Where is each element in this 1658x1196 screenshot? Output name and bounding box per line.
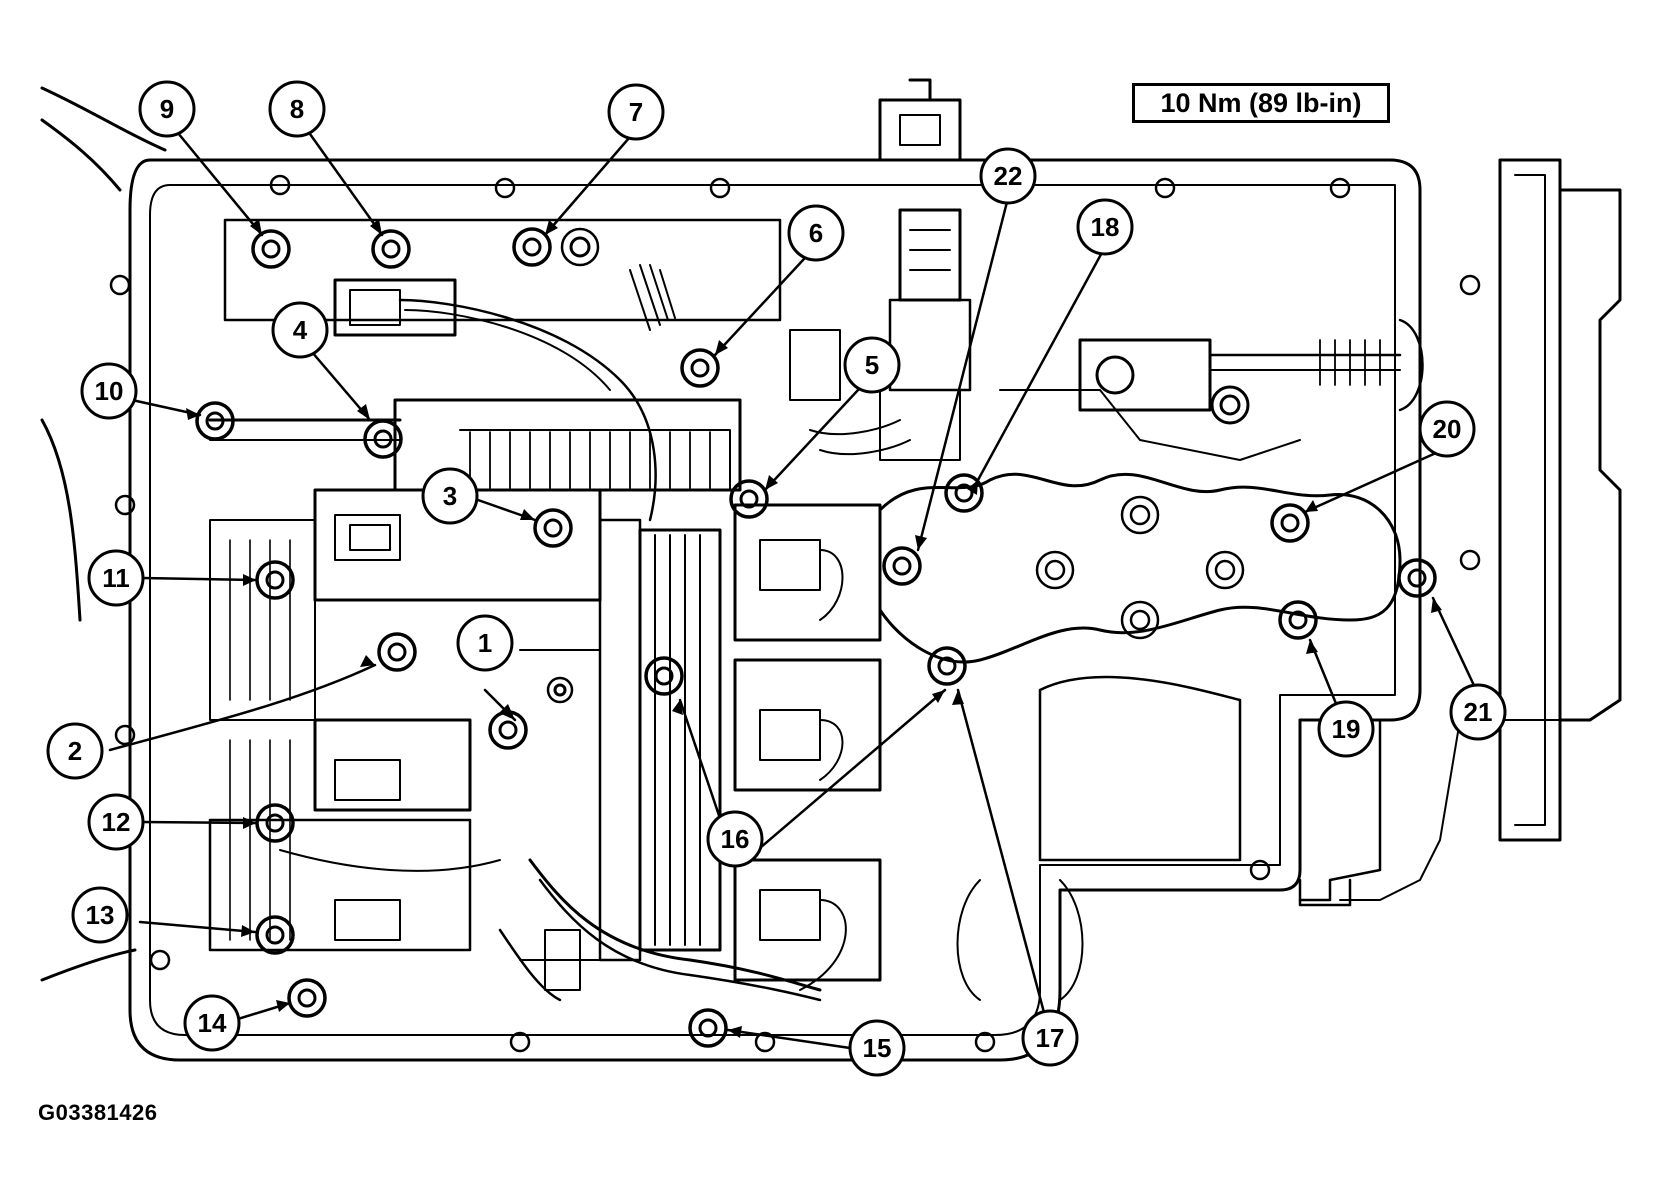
housing-inner-rim: [149, 184, 1396, 1036]
callout-17: 17: [1021, 1009, 1079, 1067]
callout-16-label: 16: [721, 824, 750, 854]
callout-21: 21: [1449, 683, 1507, 741]
right-valve-plate: [878, 472, 1402, 664]
leader-lines: [108, 125, 1480, 1050]
callout-16: 16: [706, 810, 764, 868]
callout-11: 11: [87, 549, 145, 607]
callout-17-label: 17: [1036, 1023, 1065, 1053]
housing-outline: [128, 158, 1422, 1062]
callout-12: 12: [87, 793, 145, 851]
callout-9-label: 9: [160, 94, 174, 124]
callout-13-label: 13: [86, 900, 115, 930]
callout-21-label: 21: [1464, 697, 1493, 727]
callout-2-label: 2: [68, 736, 82, 766]
callout-14-label: 14: [198, 1008, 227, 1038]
callout-5: 5: [843, 336, 901, 394]
solenoid-block-upper-left: [223, 218, 782, 522]
callout-9: 9: [138, 80, 196, 138]
spring-coil: [629, 264, 676, 331]
callout-2: 2: [46, 722, 104, 780]
solenoid-right-cluster: [733, 503, 882, 991]
callout-7-label: 7: [629, 97, 643, 127]
callout-15: 15: [848, 1019, 906, 1077]
callout-13: 13: [71, 886, 129, 944]
callout-19: 19: [1317, 700, 1375, 758]
callout-4-label: 4: [293, 315, 308, 345]
callout-14: 14: [183, 994, 241, 1052]
callout-5-label: 5: [865, 350, 879, 380]
callout-10-label: 10: [95, 376, 124, 406]
right-case-bracket: [1558, 188, 1622, 722]
perimeter-bolt-holes: [109, 174, 1481, 1053]
figure-id: G03381426: [38, 1100, 158, 1125]
solenoid-lower-left: [208, 718, 501, 952]
callout-15-label: 15: [863, 1033, 892, 1063]
housing-edge-lines: [40, 86, 167, 982]
callout-8-label: 8: [290, 94, 304, 124]
callout-3: 3: [421, 467, 479, 525]
callout-4: 4: [271, 301, 329, 359]
callout-6: 6: [787, 204, 845, 262]
callout-18-label: 18: [1091, 212, 1120, 242]
bolts: [195, 227, 1437, 1048]
right-case-section: [1498, 158, 1562, 842]
callout-19-label: 19: [1332, 714, 1361, 744]
callout-20-label: 20: [1433, 414, 1462, 444]
callout-22: 22: [979, 147, 1037, 205]
callout-3-label: 3: [443, 481, 457, 511]
manual-valve-linkage: [999, 318, 1424, 461]
callout-1-label: 1: [478, 628, 492, 658]
callouts: 1 2 3 4 5 6 7 8: [46, 80, 1507, 1077]
callout-12-label: 12: [102, 807, 131, 837]
callout-20: 20: [1418, 400, 1476, 458]
callout-22-label: 22: [994, 161, 1023, 191]
solenoid-middle-left: [209, 488, 602, 721]
callout-8: 8: [268, 80, 326, 138]
leader-arrowheads: [186, 219, 1442, 1038]
callout-18: 18: [1076, 198, 1134, 256]
lower-right-case-detail: [956, 675, 1382, 1001]
right-plate-holes: [1035, 495, 1245, 640]
finned-solenoid-body: [208, 398, 742, 492]
callout-10: 10: [80, 362, 138, 420]
wiring-harness: [498, 518, 822, 1002]
callout-1: 1: [456, 614, 514, 672]
torque-spec-label: 10 Nm (89 lb-in): [1132, 83, 1390, 123]
callout-6-label: 6: [809, 218, 823, 248]
top-connector: [878, 78, 962, 162]
callout-7: 7: [607, 83, 665, 141]
callout-11-label: 11: [102, 563, 130, 593]
